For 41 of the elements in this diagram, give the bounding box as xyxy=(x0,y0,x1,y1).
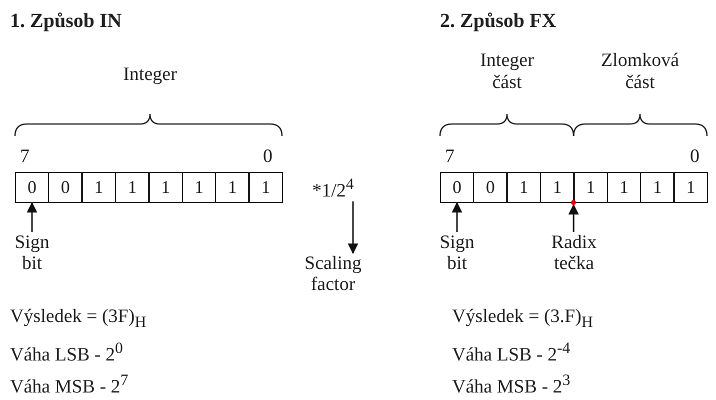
annotation-text: Scaling factor xyxy=(298,253,368,295)
heading: 1. Způsob IN xyxy=(10,10,122,32)
bit-index: 7 xyxy=(20,146,30,168)
weight-text: Váha LSB - 2$^{-4}$ xyxy=(452,339,570,366)
brace-label: Zlomková část xyxy=(600,50,680,94)
annotation-text: Sign bit xyxy=(7,232,57,274)
bit-cell: 1 xyxy=(574,172,608,203)
bit-cell: 1 xyxy=(674,172,708,203)
annotation-text: Radix tečka xyxy=(545,232,603,274)
arrow xyxy=(26,202,38,232)
bit-cell: 1 xyxy=(115,172,150,203)
bit-index: 0 xyxy=(263,146,272,168)
bit-cell: 1 xyxy=(607,172,641,203)
bit-cell: 1 xyxy=(148,172,183,203)
annotation-text: *1/2$^{4}$ xyxy=(298,174,368,202)
brace-label: Integer část xyxy=(479,50,535,94)
weight-text: Váha LSB - 2$^{0}$ xyxy=(10,339,123,366)
bit-index: 7 xyxy=(445,146,454,168)
arrow xyxy=(452,202,462,232)
bit-cell: 0 xyxy=(15,172,49,203)
brace-label: Integer xyxy=(123,64,177,86)
bit-cell: 1 xyxy=(82,172,116,203)
bit-cell: 1 xyxy=(215,172,250,203)
weight-text: Váha MSB - 2$^{3}$ xyxy=(452,371,570,398)
arrow xyxy=(348,201,358,254)
bit-cell: 0 xyxy=(473,172,508,203)
heading: 2. Způsob FX xyxy=(440,10,556,32)
weight-text: Váha MSB - 2$^{7}$ xyxy=(10,371,128,398)
bit-cell: 1 xyxy=(506,172,541,203)
bit-cell: 1 xyxy=(540,172,574,203)
bit-index: 0 xyxy=(690,146,700,168)
annotation-text: Sign bit xyxy=(432,232,482,274)
bit-cell: 0 xyxy=(440,172,474,203)
bit-cell: 1 xyxy=(182,172,216,203)
bit-cell: 0 xyxy=(48,172,82,203)
radix-point-marker xyxy=(571,200,576,205)
bit-cell: 1 xyxy=(640,172,674,203)
bit-cell: 1 xyxy=(248,172,283,203)
result-text: Výsledek = (3.F)$_{H}$ xyxy=(452,306,593,333)
arrow xyxy=(568,204,579,232)
result-text: Výsledek = (3F)$_{H}$ xyxy=(10,306,146,333)
